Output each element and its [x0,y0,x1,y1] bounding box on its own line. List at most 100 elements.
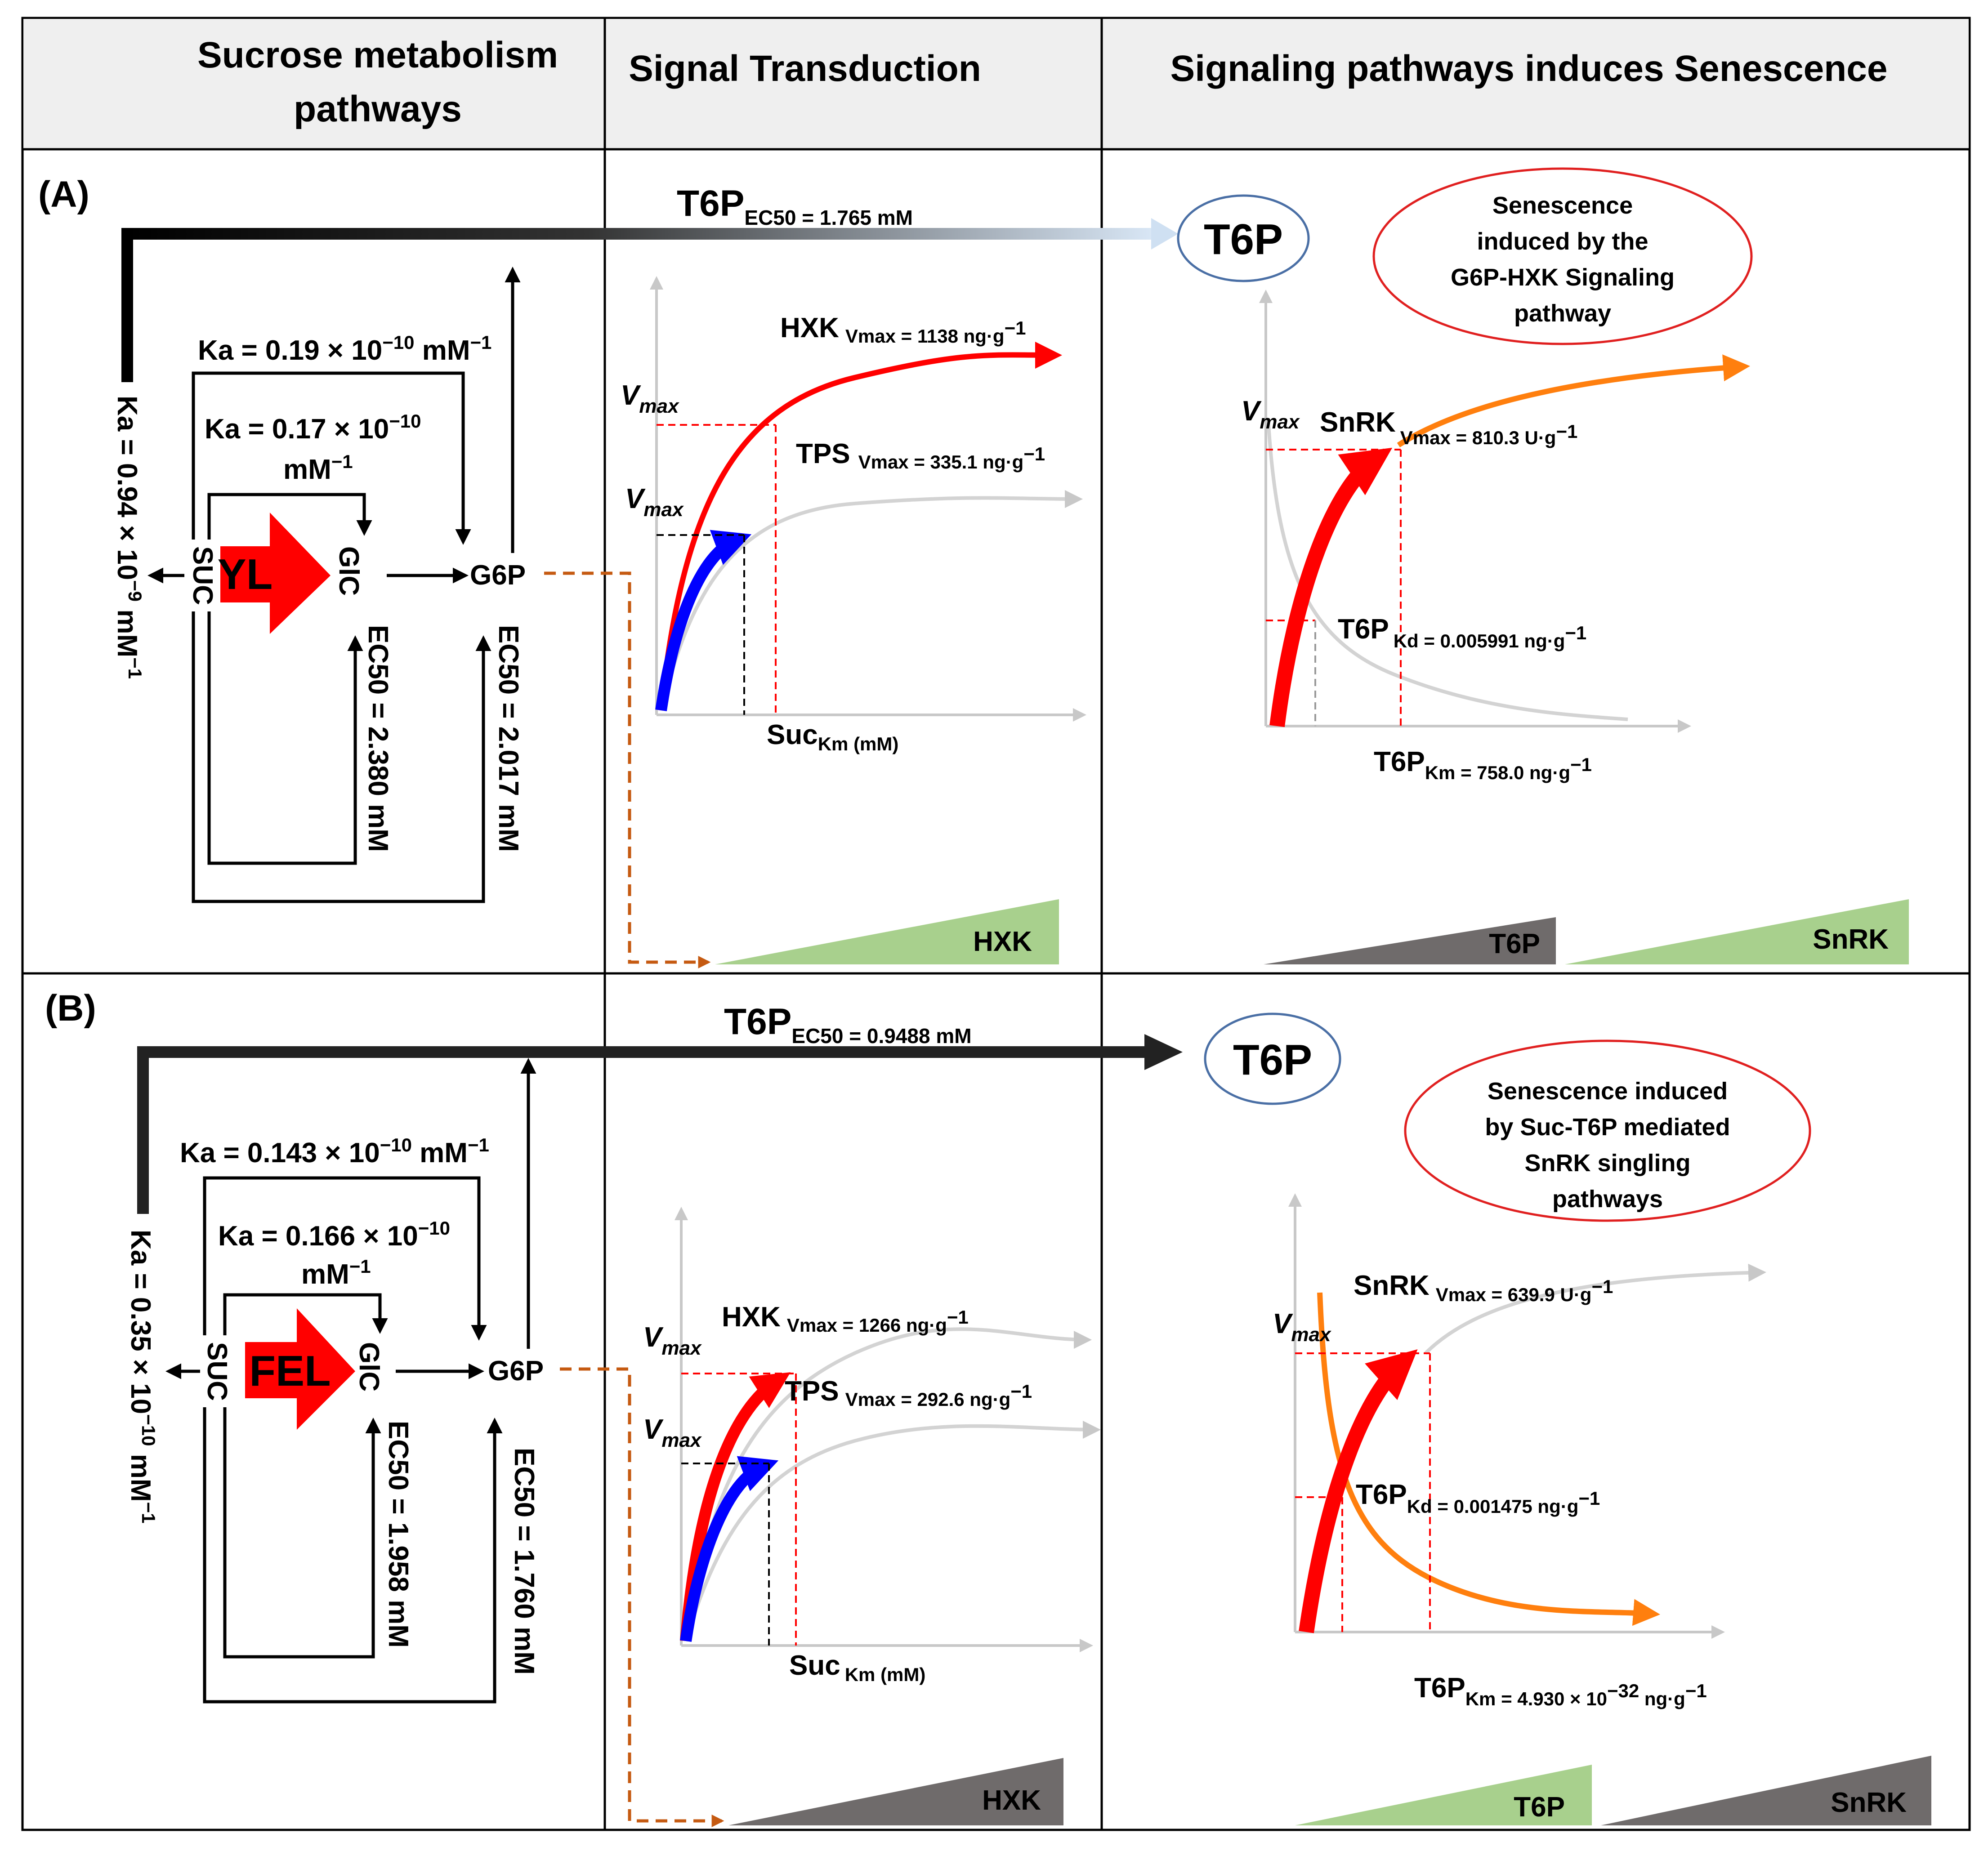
header-row [23,19,1969,149]
panel-a-g6p-feedback-loop [192,611,491,903]
panel-a-oval-line2: induced by the [1477,228,1648,255]
panel-a-t6p-arrowhead [1151,218,1178,250]
panel-a-tps-curve [659,490,1083,711]
panel-b-vmax-hxk: Vmax [643,1322,702,1359]
panel-a-g6p-hxk-connector [544,571,711,968]
panel-b-snrk-grey-curve [1424,1263,1766,1355]
panel-a-t6p-ec50: T6PEC50 = 1.765 mM [677,183,913,229]
panel-b-ec50-g6p: EC50 = 1.760 mM [509,1448,540,1675]
panel-b-oval-line3: SnRK singling [1525,1150,1691,1177]
panel-a-hxk-wedge [715,899,1059,964]
panel-b-g6p-hxk-connector [560,1367,724,1827]
panel-a-t6p-main-arrow-stem [122,229,132,382]
panel-b-snrk-wedge-label: SnRK [1831,1787,1907,1818]
panel-a-vmax-tps: Vmax [625,483,684,521]
panel-a-senescence-oval [1372,167,1753,345]
panel-b-tps-curve [684,1420,1101,1642]
panel-a-snrk-wedge [1565,899,1909,964]
header-col3: Signaling pathways induces Senescence [1170,48,1888,89]
panel-a-suc-g6p-bracket [192,371,471,545]
panel-b-g6p-feedback-loop [203,1407,503,1704]
panel-b-t6p-km: T6PKm = 4.930 × 10−32 ng·g−1 [1414,1673,1707,1709]
panel-b-senescence-oval [1404,1039,1811,1222]
panel-a-hxk-wedge-label: HXK [973,926,1032,957]
panel-a-label: (A) [38,174,89,215]
panel-b-t6p-arrowhead [1144,1034,1183,1070]
panel-b-hxk-wedge-label: HXK [982,1785,1041,1816]
panel-a-ka-outer: Ka = 0.19 × 10−10 mM−1 [198,332,491,366]
panel-a-oval-line3: G6P-HXK Signaling [1451,264,1675,291]
panel-b-t6p-wedge-label: T6P [1514,1792,1565,1823]
panel-b-snrk-wedge [1601,1756,1931,1825]
panel-b-glc-feedback-loop [223,1407,381,1659]
panel-b-oval-line4: pathways [1552,1186,1663,1213]
panel-a-t6p-decay-curve [1266,418,1628,721]
panel-a-ka-inner-line2: mM−1 [283,451,353,485]
panel-b-t6p-wedge [1295,1765,1592,1825]
panel-b-label: (B) [45,988,96,1029]
panel-b-glc: GlC [353,1342,384,1392]
header-col2: Signal Transduction [629,48,981,89]
panel-a-t6p-node-label: T6P [1204,215,1283,263]
panel-a-suc-km: SucKm (mM) [767,719,898,754]
panel-a-ka-inner-line1: Ka = 0.17 × 10−10 [205,410,421,445]
panel-b: (B) T6PEC50 = 0.9488 mM Ka = 0.35 × 10−1… [45,988,1931,1827]
panel-b-oval-line1: Senescence induced [1488,1078,1728,1105]
panel-a-blue-arrow [655,530,752,711]
panel-b-t6p-node [1204,1012,1341,1105]
panel-a-ec50-glc: EC50 = 2.380 mM [362,625,393,852]
panel-b-suc-glc-bracket [223,1293,388,1335]
panel-b-ka-outer: Ka = 0.143 × 10−10 mM−1 [180,1134,489,1169]
panel-b-ka-inner-line1: Ka = 0.166 × 10−10 [218,1218,450,1252]
panel-a: (A) T6PEC50 = 1.765 mM Ka = 0.94 × 10−9 … [38,167,1909,968]
panel-a-suc: SUC [187,546,218,605]
panel-b-t6p-orange-curve [1317,1292,1660,1626]
panel-b-hxk-wedge [728,1758,1063,1825]
panel-a-oval-line4: pathway [1514,300,1611,327]
panel-b-ka-inner-line2: mM−1 [301,1256,371,1290]
panel-a-vmax-hxk: Vmax [621,380,679,417]
panel-b-suc-g6p-bracket [203,1176,487,1341]
panel-a-snrk-red-arrow [1269,447,1393,727]
panel-a-ka-left: Ka = 0.94 × 10−9 mM−1 [112,396,146,679]
panel-a-yl-arrow [220,513,331,634]
panel-b-ec50-glc: EC50 = 1.958 mM [383,1421,414,1648]
panel-a-t6p-km: T6PKm = 758.0 ng·g−1 [1374,746,1592,783]
panel-a-suc-glc-bracket [207,493,372,540]
panel-b-g6p: G6P [488,1356,544,1387]
panel-a-hxk-curve [658,341,1062,711]
panel-b-t6p-node-label: T6P [1233,1036,1312,1084]
header-col1-line2: pathways [294,89,462,129]
panel-a-t6p-wedge [1264,917,1556,964]
panel-b-t6p-kd: T6PKd = 0.001475 ng·g−1 [1356,1479,1600,1517]
panel-a-oval-line1: Senescence [1492,192,1633,219]
panel-a-snrk-wedge-label: SnRK [1813,924,1889,955]
panel-a-yl-label: YL [218,550,273,598]
panel-a-t6p-node [1177,194,1310,282]
panel-b-oval-line2: by Suc-T6P mediated [1485,1114,1730,1141]
panel-b-snrk-red-arrow [1299,1349,1418,1633]
panel-a-sen-vmax: Vmax [1241,396,1300,433]
panel-b-blue-arrow [680,1456,779,1642]
panel-a-snrk-orange-curve [1397,354,1750,448]
panel-b-ka-left: Ka = 0.35 × 10−10 mM−1 [125,1230,159,1523]
panel-b-vmax-tps: Vmax [643,1414,702,1451]
panel-b-fel-label: FEL [249,1347,331,1395]
panel-b-sen-vmax: Vmax [1273,1308,1331,1346]
panel-a-g6p: G6P [470,560,526,591]
panel-a-t6p-wedge-label: T6P [1489,928,1540,959]
panel-a-ec50-g6p: EC50 = 2.017 mM [493,625,524,852]
panel-a-glc-feedback-loop [207,611,363,865]
